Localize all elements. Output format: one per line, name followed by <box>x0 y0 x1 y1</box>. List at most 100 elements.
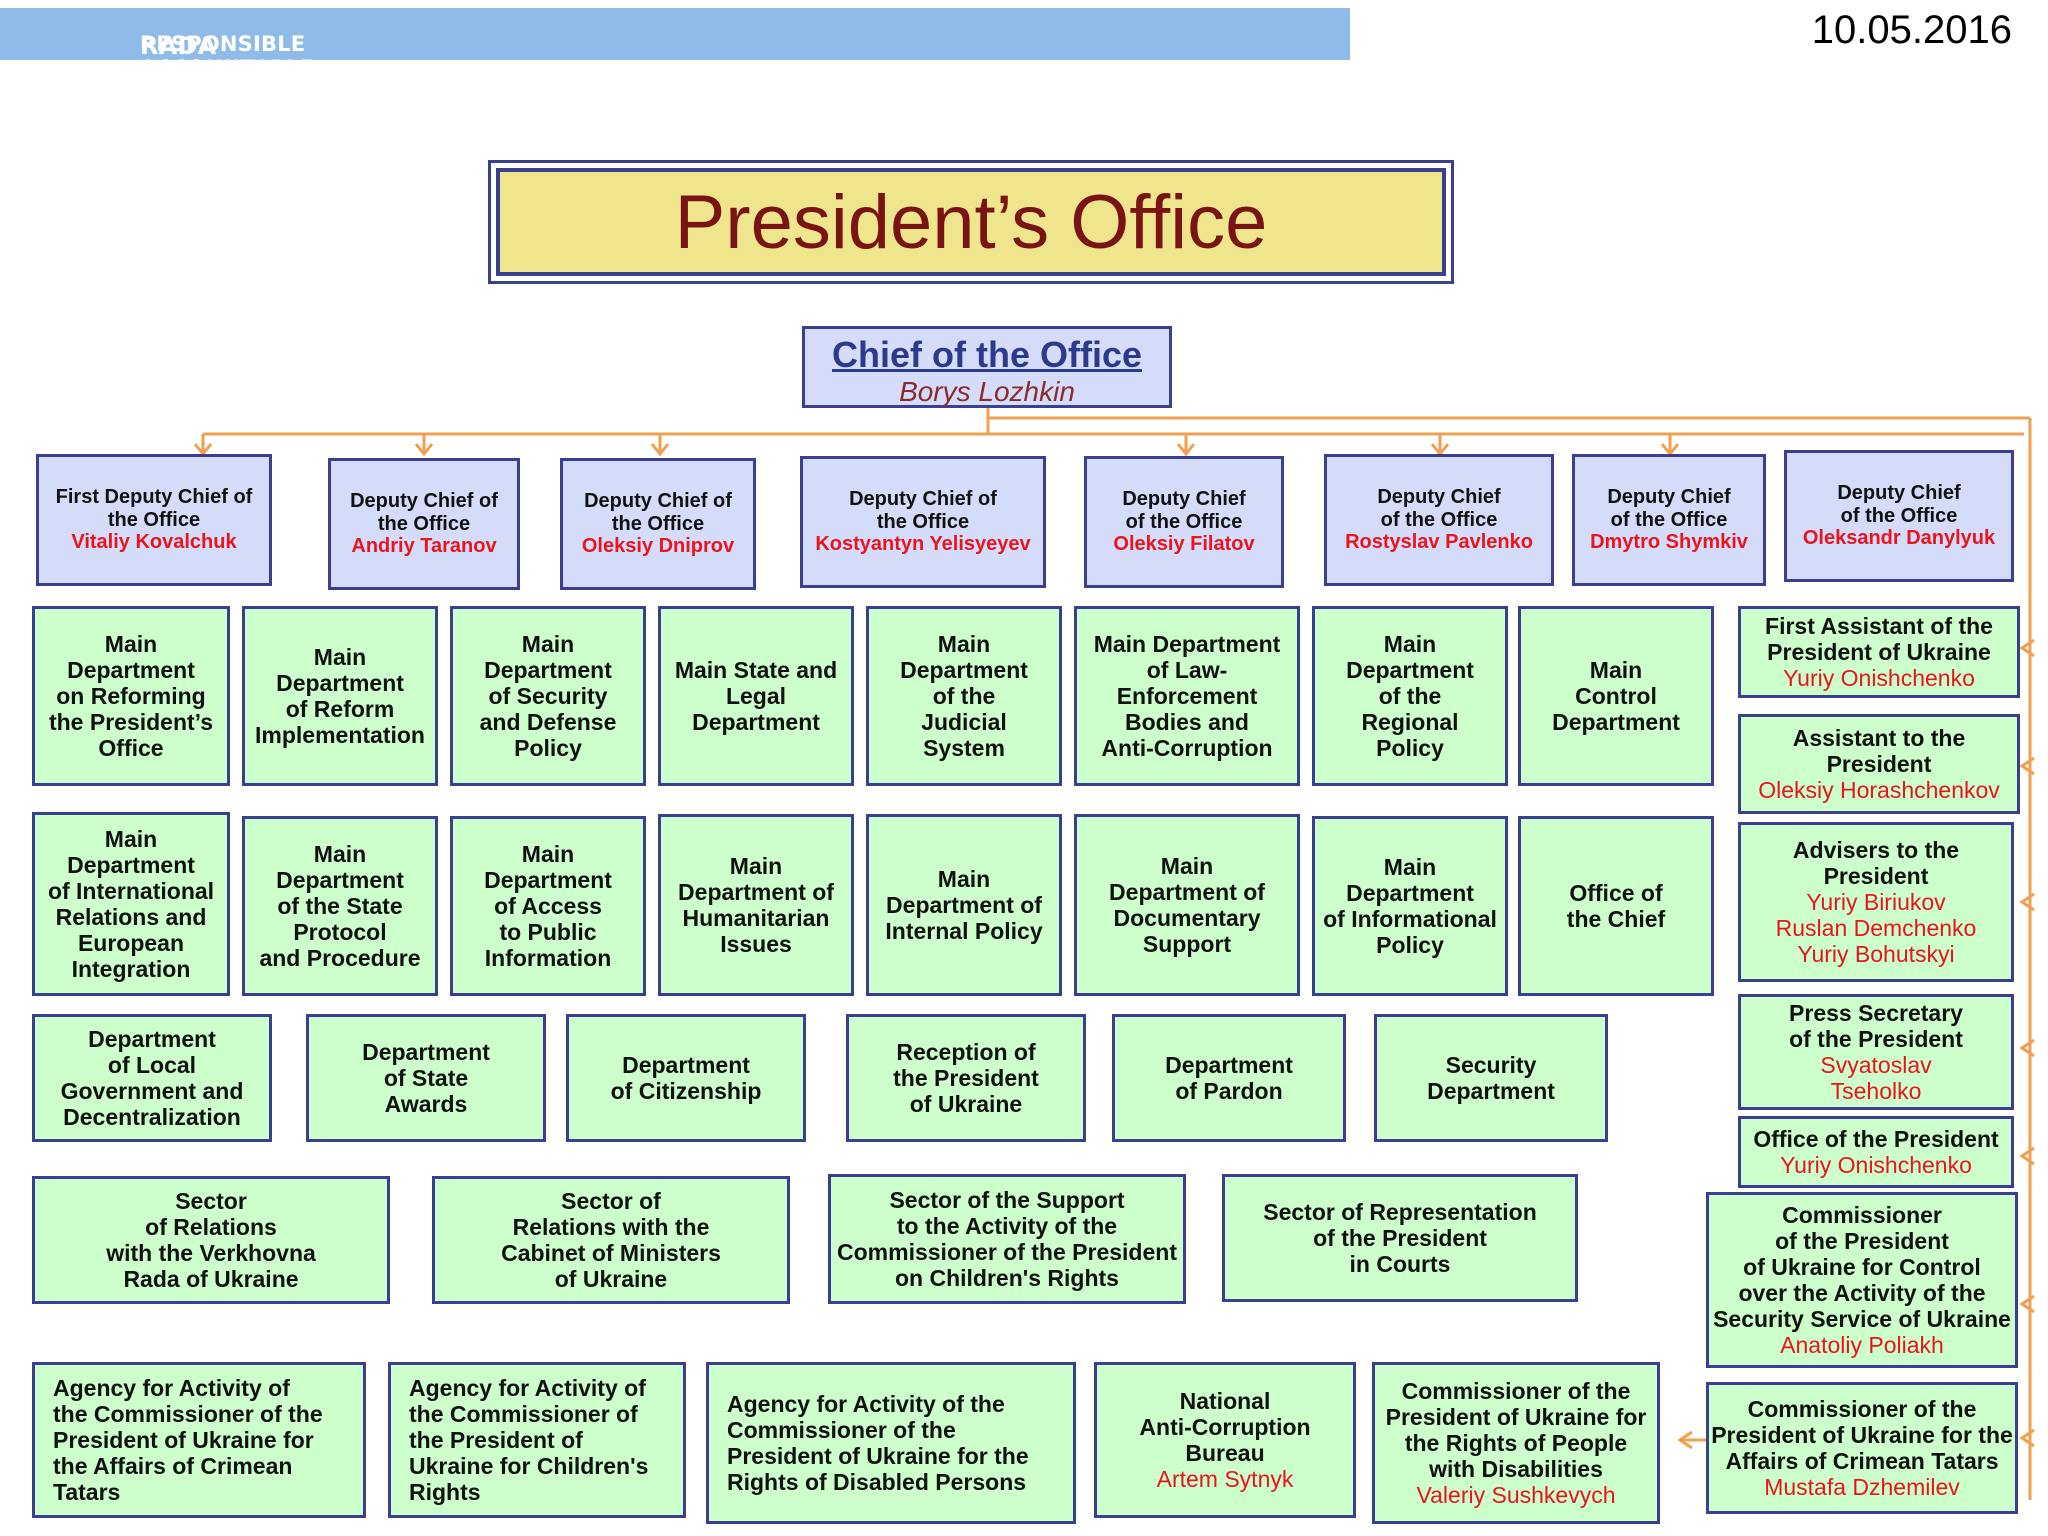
commissioner-name: Mustafa Dzhemilev <box>1764 1473 1960 1500</box>
deputy-name: Oleksiy Filatov <box>1113 533 1255 556</box>
commissioner-box: Commissioner of the President of Ukraine… <box>1706 1192 2018 1368</box>
commissioner-box: Commissioner of the President of Ukraine… <box>1706 1382 2018 1514</box>
department-box: Department of State Awards <box>306 1014 546 1142</box>
department-label: Department of State Awards <box>362 1039 490 1117</box>
press-secretary-name: Svyatoslav Tseholko <box>1820 1052 1932 1104</box>
deputy-box: Deputy Chief of the Office Oleksandr Dan… <box>1784 450 2014 582</box>
press-secretary-box: Press Secretary of the President Svyatos… <box>1738 994 2014 1110</box>
department-label: Main Department of Documentary Support <box>1109 853 1265 957</box>
department-box: Main Department on Reforming the Preside… <box>32 606 230 786</box>
title-frame <box>488 160 1454 284</box>
agency-label: Agency for Activity of the Commissioner … <box>53 1375 323 1505</box>
deputy-box: Deputy Chief of the Office Kostyantyn Ye… <box>800 456 1046 588</box>
department-label: Main Department of Internal Policy <box>885 866 1043 944</box>
office-president-title: Office of the President <box>1753 1126 1999 1153</box>
department-box: Main Department of the Judicial System <box>866 606 1062 786</box>
deputy-box: Deputy Chief of the Office Dmytro Shymki… <box>1572 454 1766 586</box>
sector-label: Sector of Relations with the Verkhovna R… <box>106 1188 316 1292</box>
department-box: Main Department of Reform Implementation <box>242 606 438 786</box>
deputy-title: Deputy Chief of the Office <box>1607 486 1731 531</box>
department-box: Department of Pardon <box>1112 1014 1346 1142</box>
sector-label: Sector of Representation of the Presiden… <box>1263 1199 1537 1277</box>
department-label: Department of Pardon <box>1165 1052 1293 1104</box>
department-box: Main Department of Internal Policy <box>866 814 1062 996</box>
banner-prefix: RADA Program: <box>140 32 268 88</box>
chief-name: Borys Lozhkin <box>899 376 1075 407</box>
department-label: Main Department on Reforming the Preside… <box>48 631 214 761</box>
deputy-title: Deputy Chief of the Office <box>584 490 732 535</box>
agency-box: Agency for Activity of the Commissioner … <box>388 1362 686 1518</box>
deputy-name: Oleksiy Dniprov <box>581 535 735 558</box>
sector-label: Sector of the Support to the Activity of… <box>837 1187 1177 1291</box>
department-box: Main Department of Informational Policy <box>1312 816 1508 996</box>
department-box: Main Department of the Regional Policy <box>1312 606 1508 786</box>
agency-label: National Anti-Corruption Bureau <box>1139 1388 1311 1466</box>
department-label: Security Department <box>1427 1052 1555 1104</box>
department-box: Department of Citizenship <box>566 1014 806 1142</box>
department-box: Main Department of the State Protocol an… <box>242 816 438 996</box>
agency-label: Agency for Activity of the Commissioner … <box>409 1375 649 1505</box>
agency-box: Agency for Activity of the Commissioner … <box>32 1362 366 1518</box>
deputy-name: Kostyantyn Yelisyeyev <box>815 533 1031 556</box>
department-box: Main Department of Documentary Support <box>1074 814 1300 996</box>
department-label: Main Department of the Regional Policy <box>1346 631 1474 761</box>
commissioner-title: Commissioner of the President of Ukraine… <box>1713 1202 2011 1332</box>
deputy-title: Deputy Chief of the Office <box>1377 486 1501 531</box>
department-label: Main Department of International Relatio… <box>47 826 215 982</box>
office-president-box: Office of the President Yuriy Onishchenk… <box>1738 1116 2014 1188</box>
department-label: Main State and Legal Department <box>674 657 838 735</box>
department-label: Main Department of Reform Implementation <box>255 644 425 748</box>
agency-label: Agency for Activity of the Commissioner … <box>727 1391 1029 1495</box>
date-label: 10.05.2016 <box>1811 8 2012 52</box>
title-box: President’s Office <box>496 168 1446 276</box>
agency-label: Commissioner of the President of Ukraine… <box>1385 1378 1647 1482</box>
department-box: Main Department of International Relatio… <box>32 812 230 996</box>
department-label: Department of Local Government and Decen… <box>60 1026 244 1130</box>
commissioner-title: Commissioner of the President of Ukraine… <box>1711 1396 2013 1474</box>
chief-box: Chief of the Office Borys Lozhkin <box>802 326 1172 408</box>
deputy-box: Deputy Chief of the Office Oleksiy Dnipr… <box>560 458 756 590</box>
department-label: Reception of the President of Ukraine <box>893 1039 1039 1117</box>
department-box: Main State and Legal Department <box>658 606 854 786</box>
deputy-box: Deputy Chief of the Office Andriy Tarano… <box>328 458 520 590</box>
agency-head-name: Artem Sytnyk <box>1156 1465 1294 1492</box>
press-secretary-title: Press Secretary of the President <box>1789 1000 1963 1053</box>
deputy-box: First Deputy Chief of the Office Vitaliy… <box>36 454 272 586</box>
department-box: Main Department of Humanitarian Issues <box>658 814 854 996</box>
agency-box: National Anti-Corruption Bureau Artem Sy… <box>1094 1362 1356 1518</box>
department-label: Office of the Chief <box>1566 880 1666 932</box>
assistant-box: Assistant to the President Oleksiy Horas… <box>1738 714 2020 814</box>
deputy-name: Rostyslav Pavlenko <box>1345 531 1533 554</box>
deputy-name: Oleksandr Danylyuk <box>1802 527 1996 550</box>
department-box: Reception of the President of Ukraine <box>846 1014 1086 1142</box>
agency-box: Commissioner of the President of Ukraine… <box>1372 1362 1660 1524</box>
banner-text: RESPONSIBLE ACCOUNTABLE DEMOCRATIC ASSEM… <box>140 32 315 128</box>
department-label: Main Control Department <box>1552 657 1680 735</box>
department-label: Main Department of the Judicial System <box>900 631 1028 761</box>
department-box: Main Control Department <box>1518 606 1714 786</box>
deputy-title: First Deputy Chief of the Office <box>55 486 253 531</box>
department-box: Security Department <box>1374 1014 1608 1142</box>
program-banner: RADA Program: RESPONSIBLE ACCOUNTABLE DE… <box>0 8 1350 128</box>
deputy-title: Deputy Chief of the Office <box>1837 482 1961 527</box>
sector-box: Sector of the Support to the Activity of… <box>828 1174 1186 1304</box>
deputy-title: Deputy Chief of the Office <box>350 490 498 535</box>
deputy-box: Deputy Chief of the Office Oleksiy Filat… <box>1084 456 1284 588</box>
department-box: Office of the Chief <box>1518 816 1714 996</box>
agency-head-name: Valeriy Sushkevych <box>1416 1481 1616 1508</box>
department-label: Main Department of Informational Policy <box>1323 854 1497 958</box>
deputy-name: Vitaliy Kovalchuk <box>71 531 237 554</box>
department-label: Main Department of Access to Public Info… <box>484 841 612 971</box>
department-box: Main Department of Security and Defense … <box>450 606 646 786</box>
office-president-name: Yuriy Onishchenko <box>1780 1152 1972 1178</box>
advisers-box: Advisers to the President Yuriy Biriukov… <box>1738 822 2014 982</box>
department-label: Main Department of Law- Enforcement Bodi… <box>1093 631 1281 761</box>
deputy-box: Deputy Chief of the Office Rostyslav Pav… <box>1324 454 1554 586</box>
advisers-title: Advisers to the President <box>1792 837 1960 890</box>
page-title: President’s Office <box>674 179 1268 265</box>
department-label: Main Department of Humanitarian Issues <box>678 853 834 957</box>
department-label: Main Department of the State Protocol an… <box>259 841 421 971</box>
sector-label: Sector of Relations with the Cabinet of … <box>501 1188 721 1292</box>
department-box: Department of Local Government and Decen… <box>32 1014 272 1142</box>
